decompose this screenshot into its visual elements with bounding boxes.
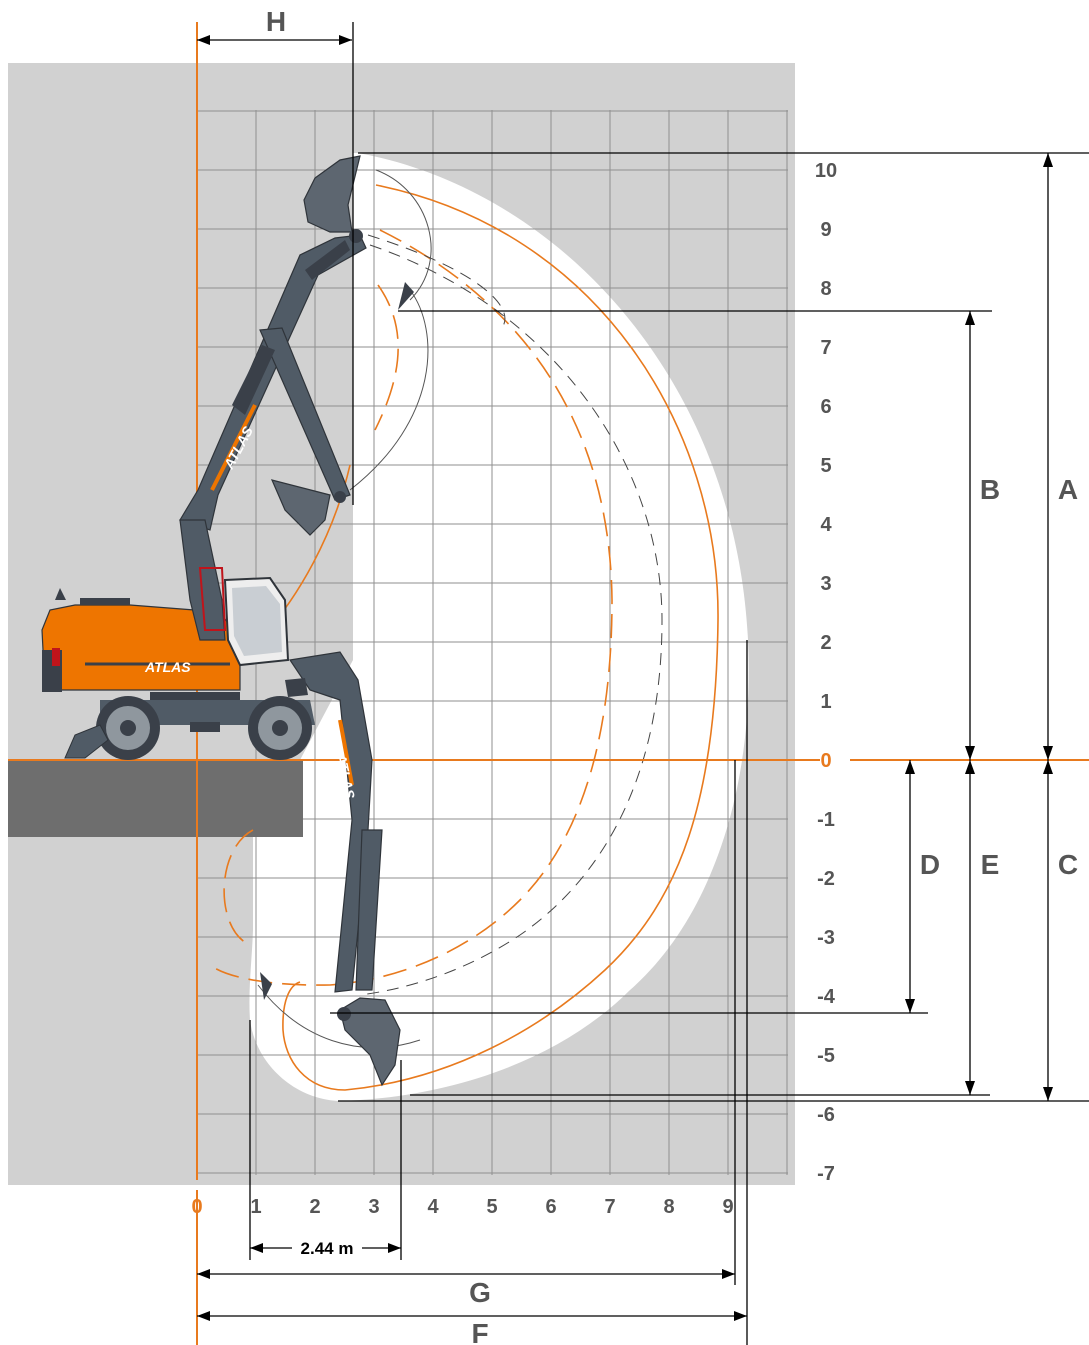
y-tick-label: 4 xyxy=(820,514,832,536)
y-tick-label: 0 xyxy=(820,750,831,772)
x-tick-label: 1 xyxy=(250,1196,261,1218)
dim-label-e: E xyxy=(981,849,1000,880)
dim-label-d: D xyxy=(920,849,940,880)
y-tick-label: 6 xyxy=(820,396,831,418)
dimension-arrowheads xyxy=(197,35,1053,1321)
x-tick-label: 0 xyxy=(191,1196,202,1218)
y-tick-label: -1 xyxy=(817,809,835,831)
excavator-body: ATLAS xyxy=(41,519,315,760)
y-tick-label: 2 xyxy=(820,632,831,654)
y-tick-label: -6 xyxy=(817,1104,835,1126)
x-tick-label: 6 xyxy=(545,1196,556,1218)
dimension-labels: H A B C D E G F 2.44 m xyxy=(266,6,1078,1345)
bucket-width-label: 2.44 m xyxy=(301,1239,354,1258)
dashed-curves xyxy=(359,234,663,996)
y-tick-label: 9 xyxy=(820,219,831,241)
y-tick-label: 10 xyxy=(815,160,837,182)
x-tick-label: 4 xyxy=(427,1196,439,1218)
bucket-arcs xyxy=(257,169,432,1048)
body-logo-text: ATLAS xyxy=(144,659,191,675)
x-tick-label: 2 xyxy=(309,1196,320,1218)
x-tick-labels: 0 1 2 3 4 5 6 7 8 9 xyxy=(191,1196,733,1218)
dim-label-f: F xyxy=(471,1318,488,1345)
ground-block xyxy=(8,760,303,837)
dimension-lines xyxy=(197,22,1089,1345)
x-tick-label: 8 xyxy=(663,1196,674,1218)
y-tick-label: -5 xyxy=(817,1045,835,1067)
dim-label-b: B xyxy=(980,474,1000,505)
dim-label-h: H xyxy=(266,6,286,37)
y-tick-label: -2 xyxy=(817,868,835,890)
dim-label-c: C xyxy=(1058,849,1078,880)
y-tick-label: 1 xyxy=(820,691,831,713)
excavator-arm-lowered: ATLAS xyxy=(260,651,401,1087)
y-tick-label: -4 xyxy=(817,986,836,1008)
y-tick-label: 7 xyxy=(820,337,831,359)
dim-label-g: G xyxy=(469,1277,491,1308)
x-tick-label: 9 xyxy=(722,1196,733,1218)
x-tick-label: 3 xyxy=(368,1196,379,1218)
dim-label-a: A xyxy=(1058,474,1078,505)
x-tick-label: 5 xyxy=(486,1196,497,1218)
y-tick-label: 3 xyxy=(820,573,831,595)
y-tick-label: 5 xyxy=(820,455,831,477)
y-tick-label: 8 xyxy=(820,278,831,300)
y-tick-label: -7 xyxy=(817,1163,835,1185)
y-tick-label: -3 xyxy=(817,927,835,949)
x-tick-label: 7 xyxy=(604,1196,615,1218)
